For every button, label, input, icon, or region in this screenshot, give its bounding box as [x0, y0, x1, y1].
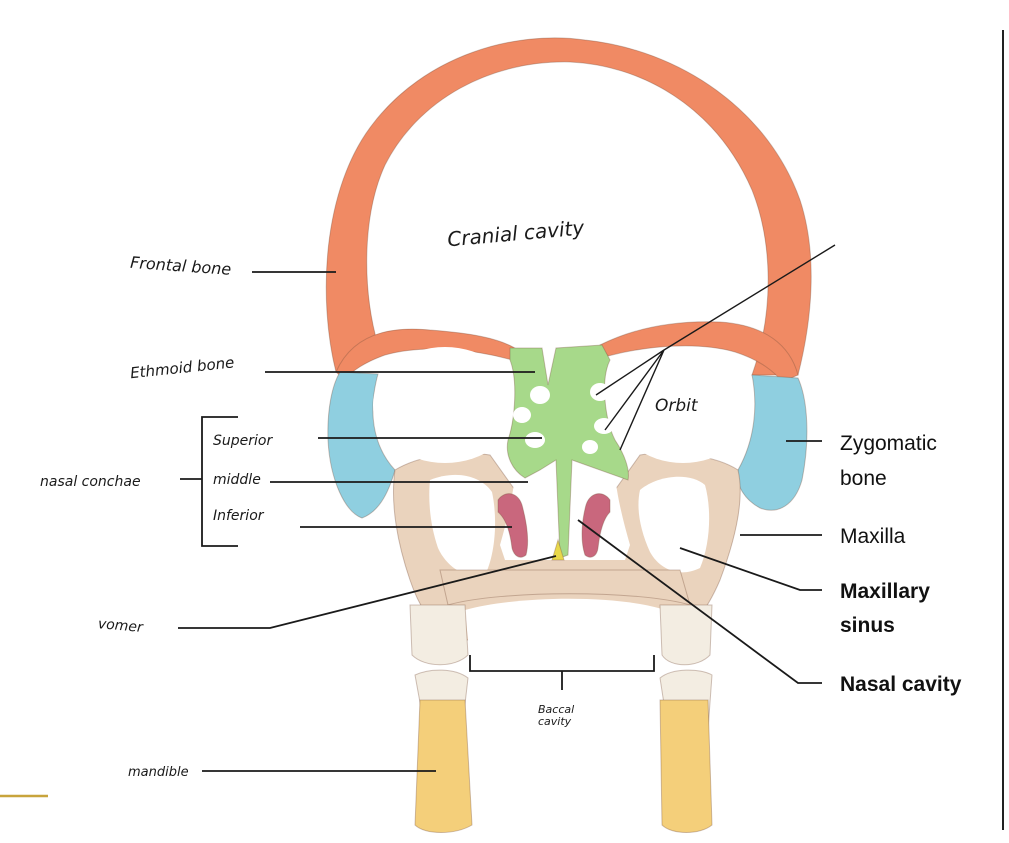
label-mandible: mandible	[128, 765, 189, 780]
ethmoid-air-cell-1	[530, 386, 550, 404]
hard-palate	[439, 569, 691, 606]
ethmoid-air-cell-2	[513, 407, 531, 423]
orbit-left	[373, 347, 517, 463]
upper-tooth-right	[659, 604, 713, 666]
label-cranial-cavity: Cranial cavity	[446, 215, 586, 251]
label-vomer: vomer	[97, 616, 144, 636]
leader-vomer	[178, 555, 557, 629]
leader-maxillary-sinus	[679, 547, 822, 591]
zygomatic-bone-right	[736, 374, 808, 511]
inferior-concha-right	[581, 493, 611, 558]
ethmoid-air-cell-5	[594, 418, 614, 434]
maxillary-sinus-left	[429, 474, 496, 577]
label-orbit: Orbit	[655, 396, 699, 416]
mandible-left	[414, 699, 473, 833]
ethmoid-air-cell-6	[582, 440, 598, 454]
mandible-right	[659, 699, 713, 833]
label-zygomatic-bone-line2: bone	[840, 467, 887, 490]
label-nasal-conchae: nasal conchae	[40, 474, 141, 490]
maxillary-sinus-right	[638, 476, 710, 573]
label-zygomatic-bone-line1: Zygomatic	[840, 432, 937, 455]
orbit-right	[613, 347, 753, 463]
label-maxillary-sinus-line2: sinus	[840, 614, 895, 637]
label-maxillary-sinus-line1: Maxillary	[840, 580, 930, 603]
inferior-concha-left	[497, 493, 529, 558]
label-maxilla: Maxilla	[840, 525, 906, 548]
label-frontal-bone: Frontal bone	[130, 253, 232, 279]
buccal-cavity-space	[465, 598, 665, 660]
label-buccal-cavity-line2: cavity	[538, 715, 572, 728]
buccal-cavity-bracket	[469, 655, 655, 690]
frontal-orbital-roof-right	[599, 321, 799, 383]
nasal-conchae-bracket	[180, 416, 238, 547]
label-nasal-cavity: Nasal cavity	[840, 673, 962, 696]
leader-nasal-cavity	[577, 519, 822, 684]
label-ethmoid-bone: Ethmoid bone	[129, 353, 235, 382]
vomer-bone-shape	[551, 538, 565, 561]
label-buccal-cavity-line1: Baccal	[538, 703, 574, 716]
label-superior-concha: Superior	[213, 433, 273, 449]
leader-orbit	[595, 244, 836, 451]
ethmoid-air-cell-3	[525, 432, 545, 448]
upper-tooth-left	[409, 604, 469, 666]
label-middle-concha: middle	[213, 472, 261, 488]
label-inferior-concha: Inferior	[213, 508, 265, 524]
